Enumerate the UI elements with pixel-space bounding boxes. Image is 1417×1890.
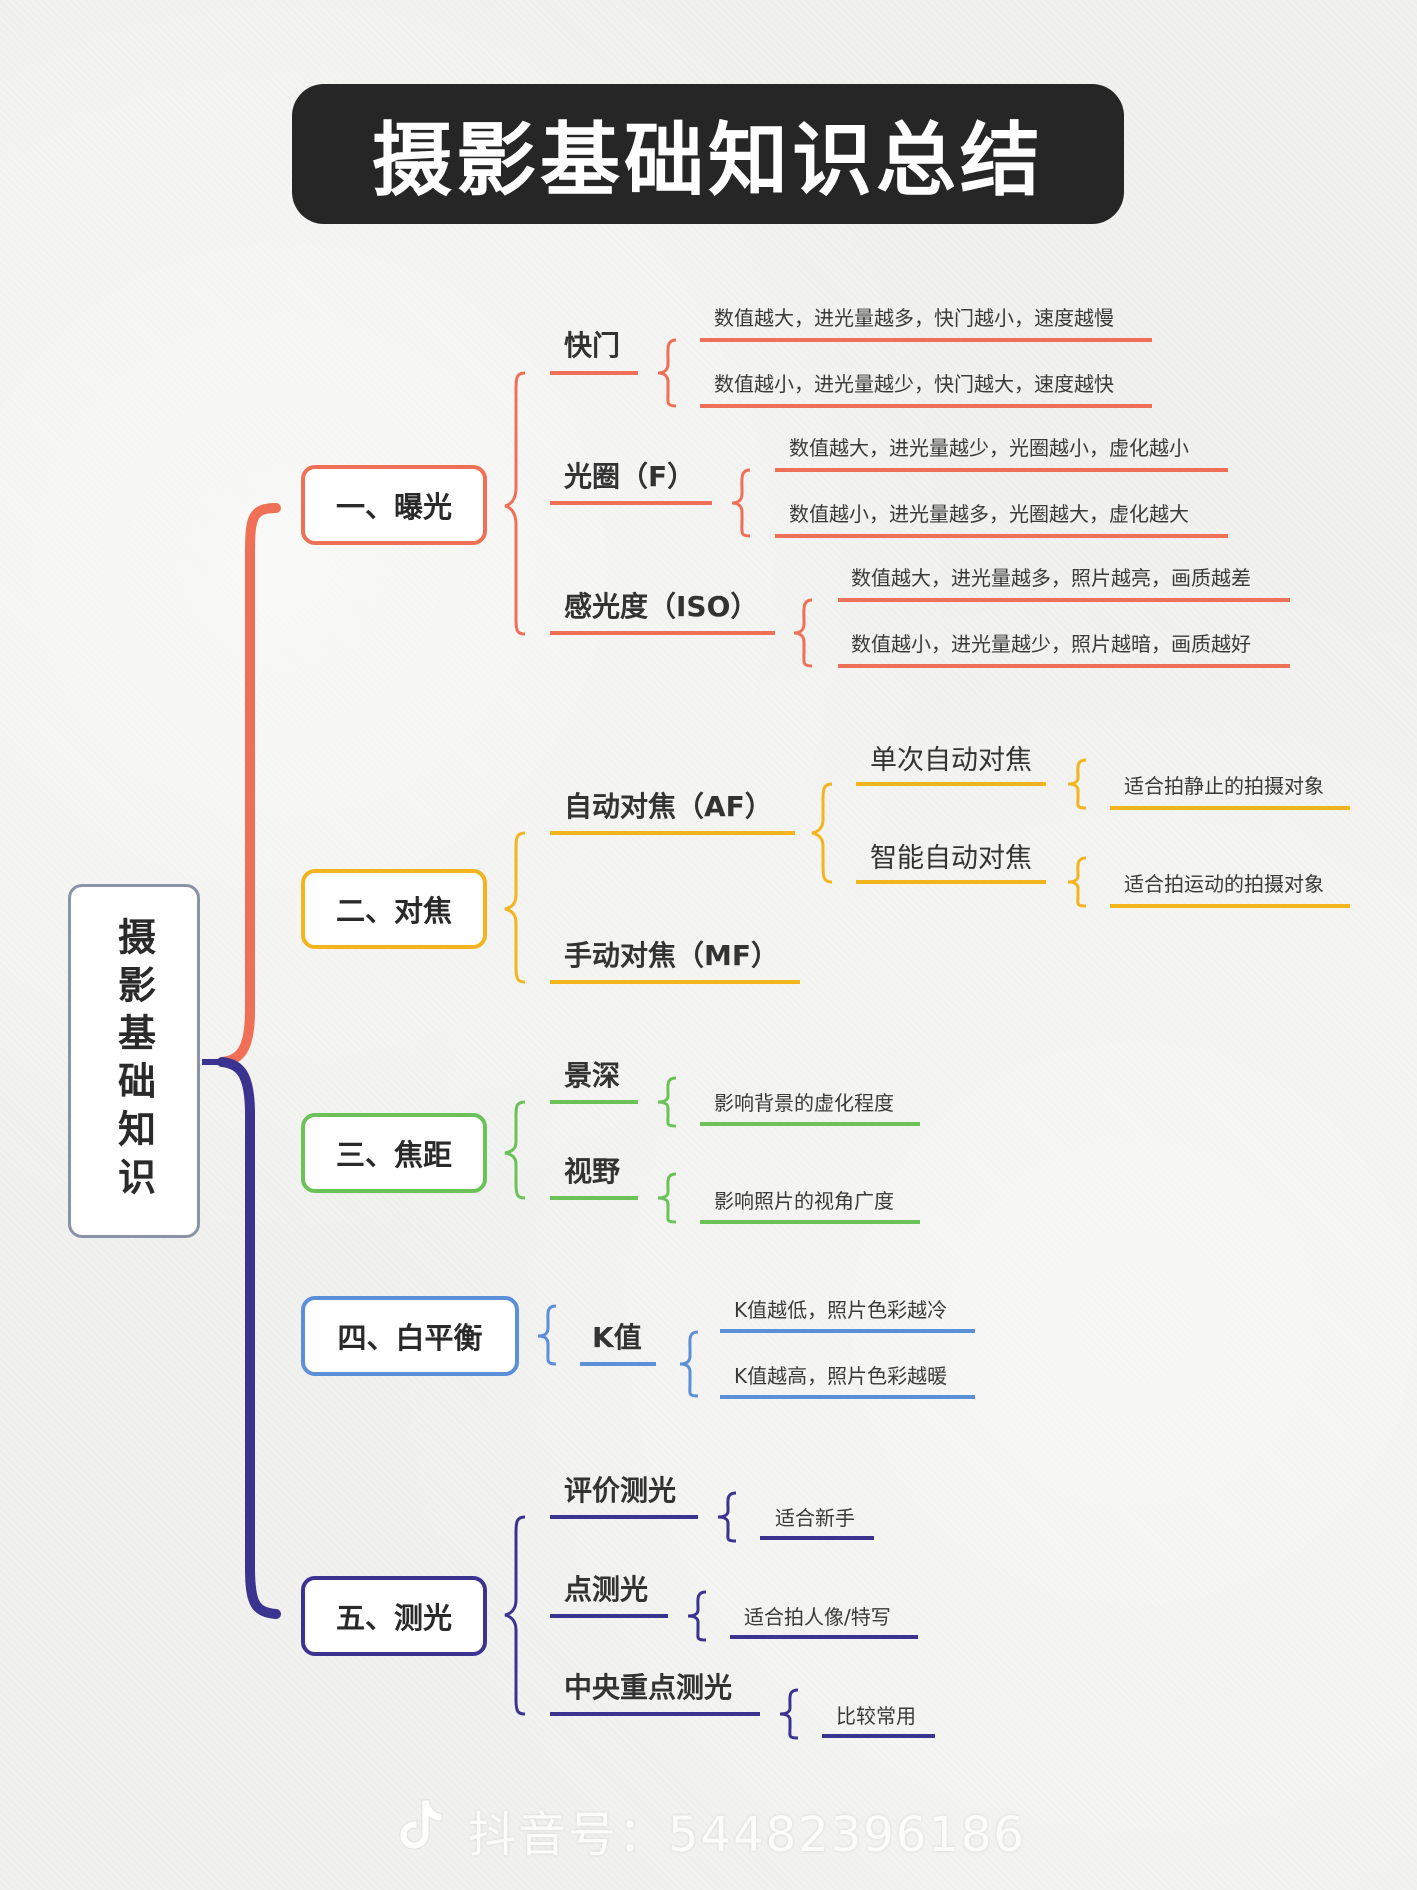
- af-bracket: [811, 782, 833, 884]
- af-label: 自动对焦（AF）: [564, 790, 773, 823]
- dof-label: 景深: [564, 1059, 621, 1092]
- root-connector-upper: [217, 503, 281, 1067]
- single-af-leaf: 适合拍静止的拍摄对象: [1124, 774, 1324, 798]
- dof-leaf: 影响背景的虚化程度: [714, 1091, 894, 1115]
- iso-label: 感光度（ISO）: [564, 590, 759, 623]
- aperture-leaf-2: 数值越小，进光量越多，光圈越大，虚化越大: [789, 502, 1189, 526]
- watermark-text: 抖音号：54482396186: [468, 1807, 1026, 1863]
- branch-focal-label: 三、焦距: [335, 1138, 452, 1172]
- single-af-brace: [1067, 758, 1087, 810]
- douyin-logo-icon: [399, 1799, 443, 1850]
- dof-brace: [657, 1076, 677, 1128]
- shutter-leaf-2: 数值越小，进光量越少，快门越大，速度越快: [714, 372, 1114, 396]
- focus-bracket: [504, 831, 526, 984]
- branch-exposure-label: 一、曝光: [335, 490, 452, 524]
- branch-exposure: 一、曝光: [301, 465, 487, 545]
- branch-focus: 二、对焦: [301, 869, 487, 949]
- evaluative-label: 评价测光: [564, 1474, 677, 1507]
- shutter-brace: [657, 338, 677, 408]
- branch-focus-label: 二、对焦: [335, 894, 452, 928]
- kvalue-leaf-2: K值越高，照片色彩越暖: [734, 1364, 948, 1388]
- center-leaf: 比较常用: [836, 1704, 916, 1728]
- smart-af-label: 智能自动对焦: [870, 843, 1032, 874]
- spot-brace: [687, 1590, 707, 1642]
- root-connector-lower: [217, 1057, 281, 1619]
- kvalue-brace: [679, 1330, 699, 1398]
- kvalue-label: K值: [592, 1321, 642, 1354]
- title-banner: 摄影基础知识总结: [292, 84, 1124, 224]
- focal-bracket: [504, 1100, 526, 1200]
- shutter-label: 快门: [564, 329, 621, 362]
- aperture-label: 光圈（F）: [564, 460, 696, 493]
- smart-af-brace: [1067, 856, 1087, 908]
- aperture-brace: [731, 468, 751, 538]
- shutter-leaf-1: 数值越大，进光量越多，快门越小，速度越慢: [714, 306, 1114, 330]
- branch-focal-length: 三、焦距: [301, 1113, 487, 1193]
- branch-white-balance: 四、白平衡: [301, 1296, 519, 1376]
- iso-leaf-1: 数值越大，进光量越多，照片越亮，画质越差: [851, 566, 1251, 590]
- root-label: 摄影基础知识: [111, 917, 156, 1205]
- center-label: 中央重点测光: [564, 1671, 733, 1704]
- fov-leaf: 影响照片的视角广度: [714, 1189, 894, 1213]
- fov-brace: [657, 1172, 677, 1224]
- metering-bracket: [504, 1515, 526, 1716]
- page-title: 摄影基础知识总结: [372, 114, 1044, 207]
- aperture-leaf-1: 数值越大，进光量越少，光圈越小，虚化越小: [789, 436, 1189, 460]
- single-af-label: 单次自动对焦: [870, 745, 1032, 776]
- iso-brace: [793, 598, 813, 668]
- root-node: 摄影基础知识: [68, 884, 200, 1238]
- iso-leaf-2: 数值越小，进光量越少，照片越暗，画质越好: [851, 632, 1251, 656]
- spot-label: 点测光: [564, 1573, 649, 1606]
- mf-label: 手动对焦（MF）: [564, 939, 779, 972]
- center-brace: [779, 1688, 799, 1740]
- branch-metering: 五、测光: [301, 1576, 487, 1656]
- smart-af-leaf: 适合拍运动的拍摄对象: [1124, 872, 1324, 896]
- branch-metering-label: 五、测光: [335, 1601, 452, 1635]
- exposure-bracket: [504, 371, 526, 636]
- fov-label: 视野: [564, 1155, 621, 1188]
- kvalue-leaf-1: K值越低，照片色彩越冷: [734, 1298, 948, 1322]
- evaluative-leaf: 适合新手: [775, 1506, 855, 1530]
- branch-wb-label: 四、白平衡: [337, 1321, 483, 1355]
- evaluative-brace: [717, 1491, 737, 1543]
- spot-leaf: 适合拍人像/特写: [744, 1605, 891, 1629]
- wb-brace: [537, 1304, 557, 1366]
